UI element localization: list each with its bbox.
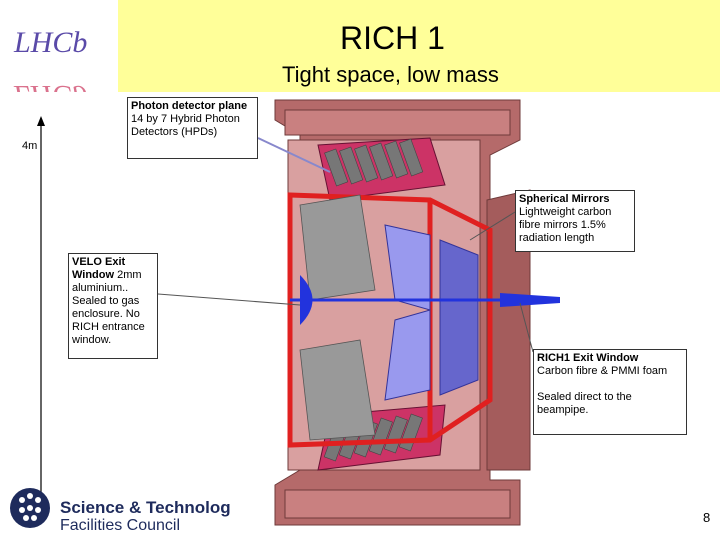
exit-callout-text2: Sealed direct to the beampipe. — [537, 391, 632, 416]
rich1-exit-window-callout: RICH1 Exit Window Carbon fibre & PMMI fo… — [533, 349, 687, 435]
scale-arrow-head — [37, 116, 45, 126]
mirrors-callout-heading: Spherical Mirrors — [519, 193, 609, 205]
stfc-logo-icon — [10, 488, 50, 528]
page-number: 8 — [703, 510, 710, 525]
scale-label: 4m — [22, 140, 37, 152]
stfc-name-line2: Facilities Council — [60, 517, 180, 535]
photon-detector-callout: Photon detector plane 14 by 7 Hybrid Pho… — [127, 97, 258, 159]
exit-callout-text: Carbon fibre & PMMI foam — [537, 365, 667, 377]
velo-leader — [158, 294, 300, 305]
velo-exit-window-callout: VELO Exit Window 2mm aluminium.. Sealed … — [68, 253, 158, 359]
spherical-mirrors-callout: Spherical Mirrors Lightweight carbon fib… — [515, 190, 635, 252]
beam-pipe-cone — [500, 293, 560, 307]
photon-callout-heading: Photon detector plane — [131, 100, 247, 112]
stfc-name-line1: Science & Technolog — [60, 498, 231, 518]
photon-callout-text: 14 by 7 Hybrid Photon Detectors (HPDs) — [131, 113, 240, 138]
mirrors-callout-text: Lightweight carbon fibre mirrors 1.5% ra… — [519, 206, 611, 244]
exit-callout-heading: RICH1 Exit Window — [537, 352, 638, 364]
